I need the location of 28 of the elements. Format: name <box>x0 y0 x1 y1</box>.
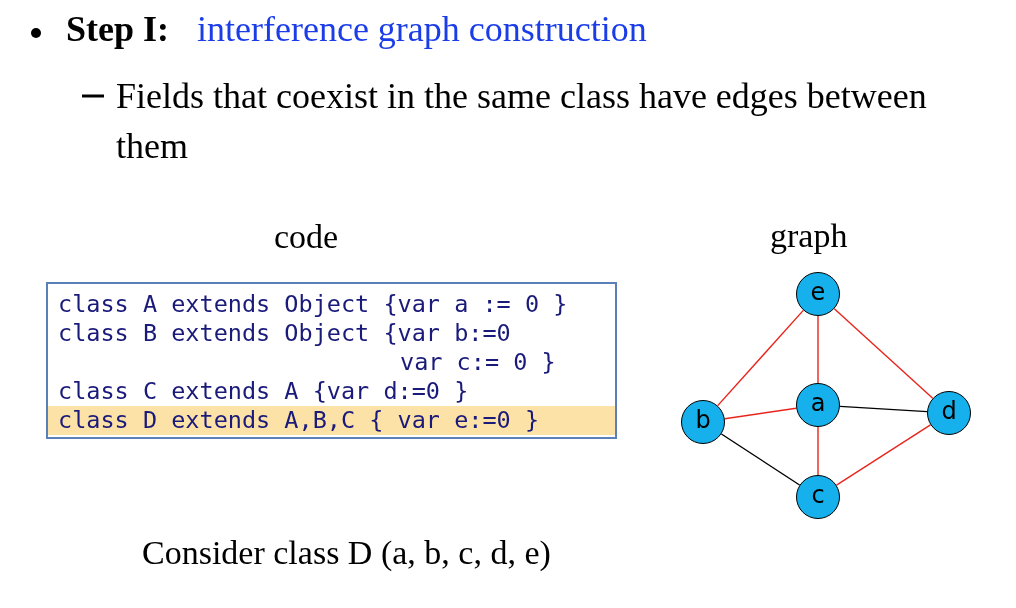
graph-heading: graph <box>770 217 848 255</box>
node-letter: d <box>941 397 957 425</box>
graph-edge <box>817 426 819 476</box>
graph-edge <box>833 308 934 399</box>
graph-node <box>681 400 725 444</box>
graph-edge <box>839 405 928 413</box>
step-title: interference graph construction <box>197 10 647 50</box>
graph-edge <box>817 315 819 384</box>
code-heading: code <box>274 218 339 256</box>
graph-edge <box>835 424 932 486</box>
graph-node <box>796 272 840 316</box>
graph-node <box>927 391 971 435</box>
note-text: Consider class D (a, b, c, d, e) <box>142 534 551 572</box>
graph-edge <box>717 309 804 407</box>
bullet-text: Fields that coexist in the same class have edges between them <box>116 75 928 168</box>
node-letter: c <box>811 481 825 509</box>
code-line: class A extends Object {var a := 0 } <box>58 290 568 319</box>
graph-edge <box>720 433 801 486</box>
node-letter: e <box>810 278 826 306</box>
graph-edge <box>724 407 797 420</box>
code-line: var c:= 0 } <box>400 348 556 377</box>
step-heading: Step I: <box>66 10 170 50</box>
node-letter: b <box>695 406 711 434</box>
graph-node <box>796 475 840 519</box>
code-line: class B extends Object {var b:=0 <box>58 319 511 348</box>
code-line: class C extends A {var d:=0 } <box>58 377 469 406</box>
node-letter: a <box>810 389 826 417</box>
graph-node <box>796 383 840 427</box>
